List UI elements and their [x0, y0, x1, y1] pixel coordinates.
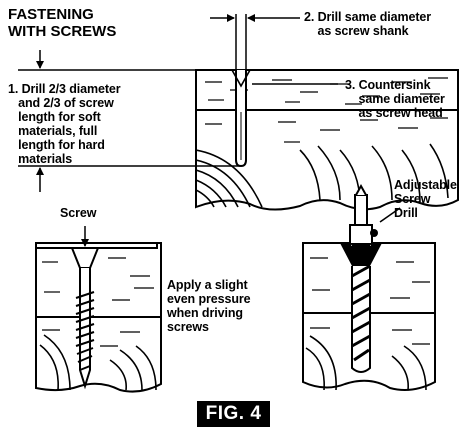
diagram-title: FASTENING WITH SCREWS — [8, 6, 117, 40]
shank-dimension — [210, 14, 300, 70]
step-3-text: 3. Countersink same diameter as screw he… — [345, 78, 445, 120]
top-wood-block — [195, 69, 459, 211]
screw-label: Screw — [60, 206, 97, 220]
screw-block — [35, 226, 162, 393]
pressure-note: Apply a slight even pressure when drivin… — [167, 278, 251, 334]
step-2-text: 2. Drill same diameter as screw shank — [304, 10, 432, 38]
step-1-text: 1. Drill 2/3 diameter and 2/3 of screw l… — [8, 82, 121, 166]
drill-block — [302, 242, 436, 391]
adjustable-drill-label: Adjustable Screw Drill — [394, 178, 457, 220]
figure-label: FIG. 4 — [197, 401, 270, 427]
adjustable-drill — [349, 183, 401, 252]
depth-dimension — [18, 50, 240, 192]
